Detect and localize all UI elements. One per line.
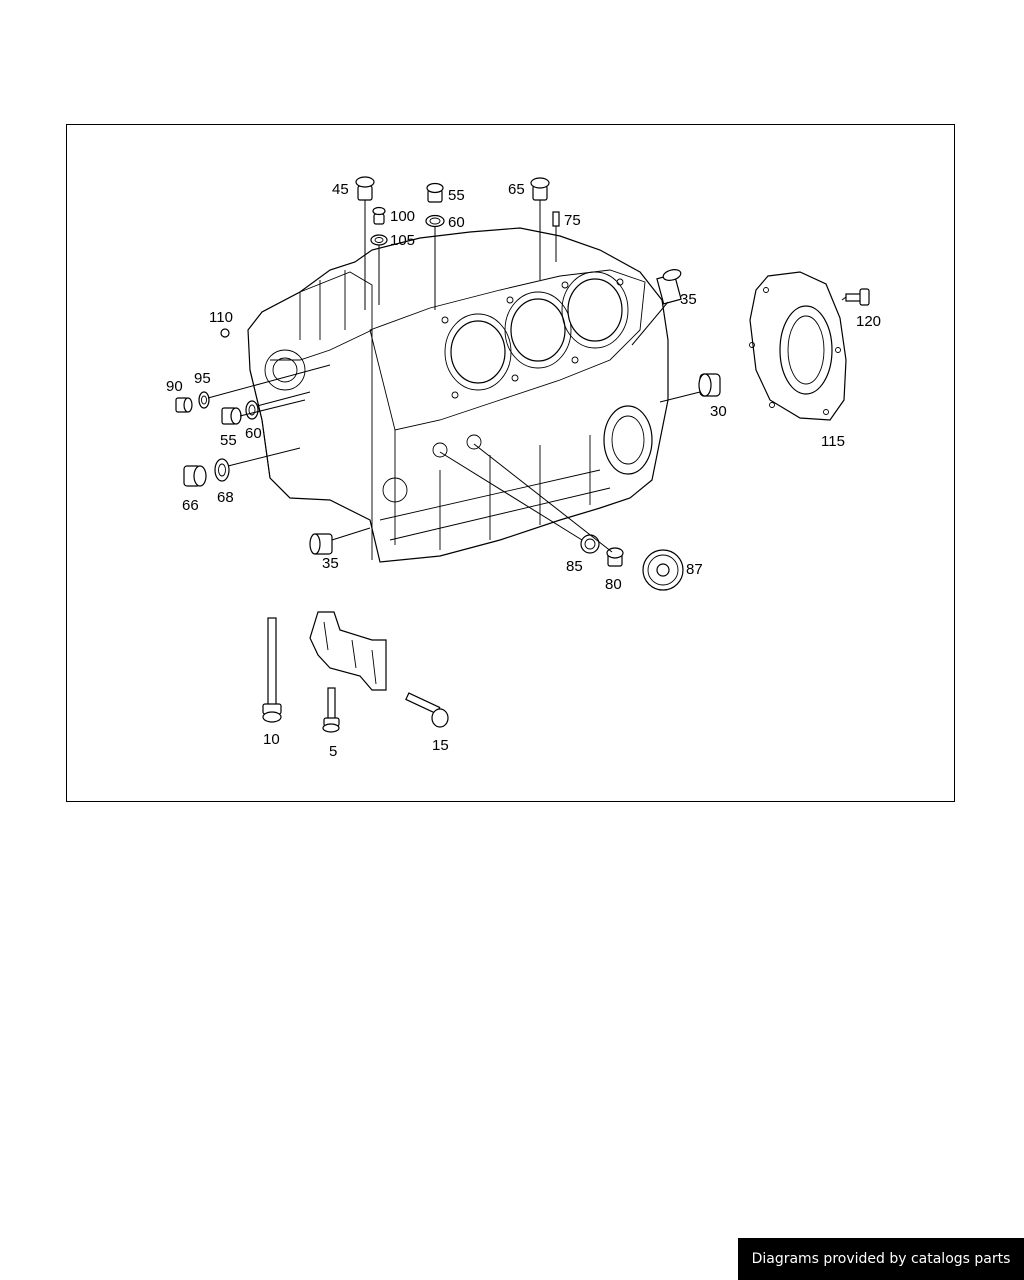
plug-65 — [530, 177, 550, 201]
seal-ring-60-top — [425, 214, 445, 228]
callout-120: 120 — [856, 313, 881, 330]
bolt-5 — [322, 687, 340, 733]
callout-60-top: 60 — [448, 214, 465, 231]
footer-banner: Diagrams provided by catalogs parts — [738, 1238, 1024, 1280]
callout-labels: 45 100 105 55 60 65 75 35 110 120 90 95 … — [166, 181, 881, 760]
callout-35-top: 35 — [680, 291, 697, 308]
callout-115: 115 — [821, 433, 845, 450]
dowel-sleeve-bottom — [309, 533, 333, 555]
callout-80: 80 — [605, 576, 622, 593]
plug-100 — [372, 206, 386, 225]
footer-text: Diagrams provided by catalogs parts — [751, 1251, 1011, 1267]
callout-75: 75 — [564, 212, 581, 229]
callout-5: 5 — [329, 743, 337, 760]
dowel-sleeve-right — [698, 373, 721, 397]
callout-35-bottom: 35 — [322, 555, 339, 572]
callout-45: 45 — [332, 181, 349, 198]
callout-110: 110 — [209, 309, 233, 326]
callout-85: 85 — [566, 558, 583, 575]
plug-90 — [175, 397, 193, 413]
callout-30: 30 — [710, 403, 727, 420]
plug-45 — [355, 176, 375, 201]
mounting-bracket — [309, 611, 387, 691]
bolt-15 — [405, 692, 449, 728]
engine-block — [247, 227, 669, 563]
callout-100: 100 — [390, 208, 415, 225]
seal-ring-95 — [198, 391, 210, 409]
plug-66 — [183, 465, 207, 487]
seal-ring-85 — [580, 534, 600, 554]
plug-55-top — [426, 182, 444, 203]
seal-ring-60-left — [245, 400, 259, 420]
callout-60-left: 60 — [245, 425, 262, 442]
pin-75 — [552, 211, 560, 227]
callout-55-top: 55 — [448, 187, 465, 204]
plug-80 — [606, 547, 624, 567]
callout-66: 66 — [182, 497, 199, 514]
callout-95: 95 — [194, 370, 211, 387]
callout-87: 87 — [686, 561, 703, 578]
callout-90: 90 — [166, 378, 183, 395]
callout-68: 68 — [217, 489, 234, 506]
cover-plug-87 — [642, 549, 684, 591]
long-bolt-10 — [262, 617, 282, 723]
leader-lines — [207, 200, 847, 553]
callout-15: 15 — [432, 737, 449, 754]
callout-105: 105 — [390, 232, 415, 249]
rear-seal-cover — [749, 271, 847, 421]
dowel-sleeve-top — [656, 269, 682, 305]
seal-ring-68 — [214, 458, 230, 482]
callout-10: 10 — [263, 731, 280, 748]
plug-110 — [220, 328, 230, 338]
plug-55-left — [221, 407, 242, 425]
callout-65: 65 — [508, 181, 525, 198]
seal-ring-105 — [370, 234, 388, 246]
bolt-120 — [845, 288, 870, 306]
callout-55-left: 55 — [220, 432, 237, 449]
